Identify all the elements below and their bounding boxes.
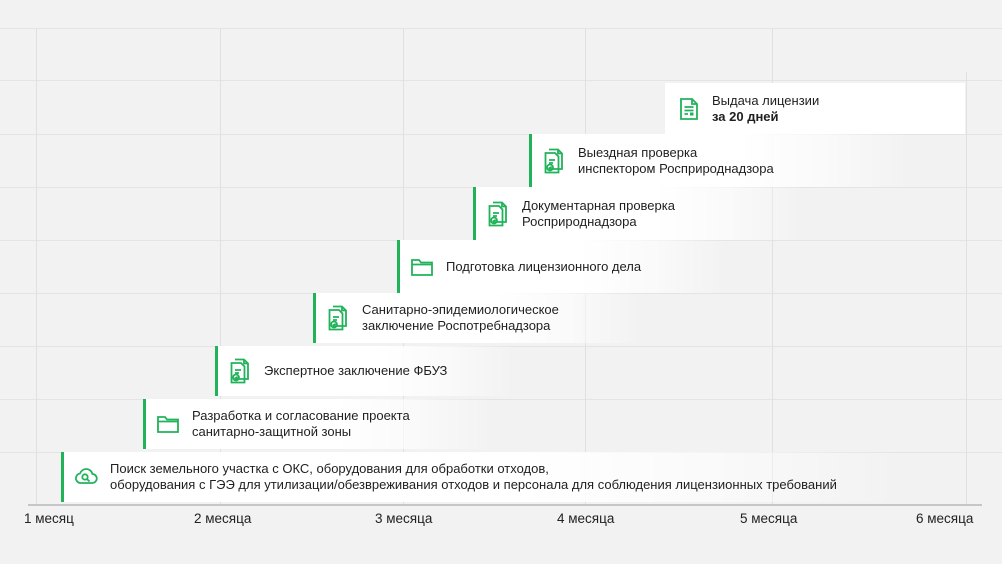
step-label-line: заключение Роспотребнадзора <box>362 318 551 333</box>
step-label-line: Выездная проверка <box>578 144 698 160</box>
grid-line <box>0 80 1002 81</box>
timeline-step: Экспертное заключение ФБУЗ <box>215 346 515 396</box>
time-axis <box>28 504 982 506</box>
cloud-search-icon <box>74 466 110 488</box>
document-check-icon <box>228 358 264 384</box>
grid-line-vertical <box>772 28 773 504</box>
step-label-line: оборудования с ГЭЭ для утилизации/обезвр… <box>110 477 837 492</box>
folder-icon <box>156 414 192 434</box>
axis-tick-label: 1 месяц <box>24 511 74 526</box>
timeline-step: Подготовка лицензионного дела <box>397 240 727 293</box>
step-text: Подготовка лицензионного дела <box>446 259 641 275</box>
step-text: Поиск земельного участка с ОКС, оборудов… <box>110 461 837 493</box>
step-text: Экспертное заключение ФБУЗ <box>264 363 447 379</box>
grid-line <box>0 28 1002 29</box>
step-label-line: Разработка и согласование проекта <box>192 408 410 423</box>
step-label-line: санитарно-защитной зоны <box>192 424 352 439</box>
grid-line-vertical <box>36 28 37 504</box>
axis-tick-label: 3 месяца <box>375 511 433 526</box>
step-label-line: Документарная проверка <box>522 197 675 213</box>
document-check-icon <box>542 148 578 174</box>
document-check-icon <box>486 201 522 227</box>
folder-icon <box>410 257 446 277</box>
timeline-step: Поиск земельного участка с ОКС, оборудов… <box>61 452 901 502</box>
grid-line-vertical <box>966 72 967 504</box>
step-label-line: Поиск земельного участка с ОКС, оборудов… <box>110 461 549 476</box>
document-check-icon <box>326 305 362 331</box>
step-label-line: Санитарно-эпидемиологическое <box>362 302 559 317</box>
step-label-line: Выдача лицензии <box>712 92 820 108</box>
step-label-line: Подготовка лицензионного дела <box>446 258 642 274</box>
step-label-line: за 20 дней <box>712 108 779 124</box>
step-label-line: Росприроднадзора <box>522 213 637 229</box>
axis-tick-label: 6 месяца <box>916 511 974 526</box>
axis-tick-label: 2 месяца <box>194 511 252 526</box>
step-label-line: Экспертное заключение ФБУЗ <box>264 363 448 378</box>
grid-line <box>0 134 1002 135</box>
step-label-line: инспектором Росприроднадзора <box>578 160 774 176</box>
axis-tick-label: 5 месяца <box>740 511 798 526</box>
axis-tick-label: 4 месяца <box>557 511 615 526</box>
grid-line-vertical <box>220 28 221 504</box>
grid-line <box>0 399 1002 400</box>
license-icon <box>678 97 712 121</box>
